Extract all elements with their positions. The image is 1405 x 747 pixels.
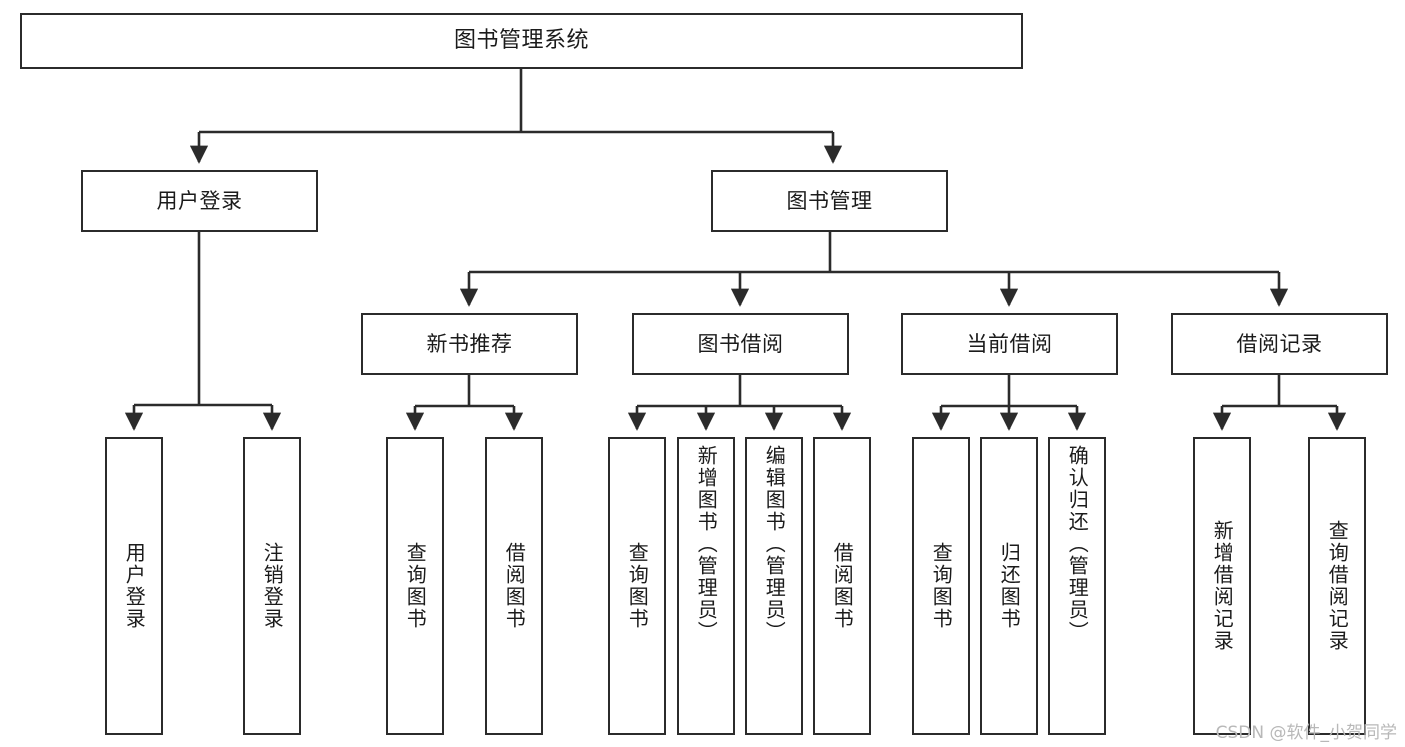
leaf-query-borrow-record[interactable]: 查询借阅记录 bbox=[1308, 437, 1366, 735]
node-label: 借阅记录 bbox=[1236, 331, 1323, 356]
node-label: 用户登录 bbox=[156, 188, 243, 213]
leaf-borrow-book[interactable]: 借阅图书 bbox=[813, 437, 871, 735]
node-label: 图书管理系统 bbox=[453, 28, 589, 54]
leaf-label: 编辑图书（管理员） bbox=[762, 445, 787, 643]
leaf-query-book-borrow[interactable]: 查询图书 bbox=[608, 437, 666, 735]
node-book-borrow[interactable]: 图书借阅 bbox=[632, 313, 849, 375]
node-new-book-recommend[interactable]: 新书推荐 bbox=[361, 313, 578, 375]
leaf-user-login[interactable]: 用户登录 bbox=[105, 437, 163, 735]
leaf-label: 查询借阅记录 bbox=[1325, 520, 1350, 652]
node-root-system[interactable]: 图书管理系统 bbox=[20, 13, 1023, 69]
leaf-confirm-return-admin[interactable]: 确认归还（管理员） bbox=[1048, 437, 1106, 735]
leaf-label: 新增图书（管理员） bbox=[694, 445, 719, 643]
leaf-add-borrow-record[interactable]: 新增借阅记录 bbox=[1193, 437, 1251, 735]
node-label: 新书推荐 bbox=[426, 331, 513, 356]
node-book-management[interactable]: 图书管理 bbox=[711, 170, 948, 232]
leaf-label: 查询图书 bbox=[403, 542, 428, 630]
leaf-label: 注销登录 bbox=[260, 542, 285, 630]
leaf-label: 归还图书 bbox=[997, 542, 1022, 630]
leaf-query-book-current[interactable]: 查询图书 bbox=[912, 437, 970, 735]
node-label: 图书管理 bbox=[786, 188, 873, 213]
leaf-return-book[interactable]: 归还图书 bbox=[980, 437, 1038, 735]
node-user-login[interactable]: 用户登录 bbox=[81, 170, 318, 232]
node-borrow-records[interactable]: 借阅记录 bbox=[1171, 313, 1388, 375]
leaf-edit-book-admin[interactable]: 编辑图书（管理员） bbox=[745, 437, 803, 735]
leaf-borrow-book-recommend[interactable]: 借阅图书 bbox=[485, 437, 543, 735]
leaf-label: 新增借阅记录 bbox=[1210, 520, 1235, 652]
leaf-logout[interactable]: 注销登录 bbox=[243, 437, 301, 735]
leaf-label: 查询图书 bbox=[625, 542, 650, 630]
leaf-add-book-admin[interactable]: 新增图书（管理员） bbox=[677, 437, 735, 735]
leaf-label: 借阅图书 bbox=[830, 542, 855, 630]
leaf-label: 查询图书 bbox=[929, 542, 954, 630]
leaf-label: 确认归还（管理员） bbox=[1065, 445, 1090, 643]
node-current-borrow[interactable]: 当前借阅 bbox=[901, 313, 1118, 375]
leaf-query-book-recommend[interactable]: 查询图书 bbox=[386, 437, 444, 735]
leaf-label: 借阅图书 bbox=[502, 542, 527, 630]
node-label: 图书借阅 bbox=[697, 331, 784, 356]
node-label: 当前借阅 bbox=[966, 331, 1053, 356]
leaf-label: 用户登录 bbox=[122, 542, 147, 630]
watermark-text: CSDN @软件_小贺同学 bbox=[1215, 723, 1397, 743]
